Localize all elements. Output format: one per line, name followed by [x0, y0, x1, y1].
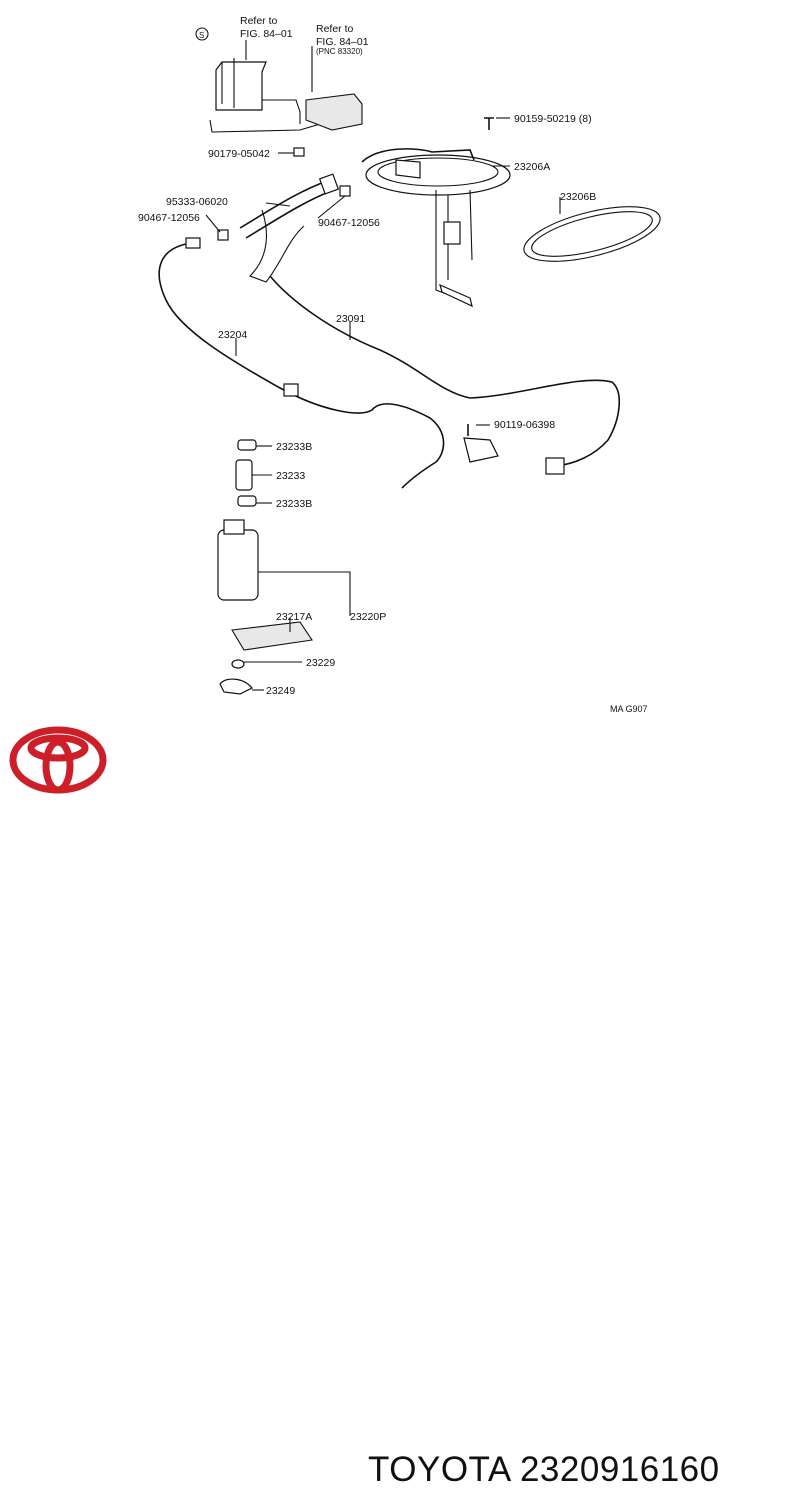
label-90467-right: 90467-12056 — [318, 217, 380, 229]
refer-left-line1: Refer to — [240, 15, 278, 27]
cushion-23249 — [219, 678, 253, 695]
cushion-23233B-bottom — [237, 495, 257, 507]
refer-wire — [209, 119, 321, 133]
part-labels: 90159-50219 (8) 90179-05042 23206A 23206… — [138, 113, 648, 714]
bracket-foot — [439, 283, 473, 308]
gasket-inner — [531, 211, 653, 257]
bracket-legs — [435, 189, 473, 301]
hose-23233 — [235, 459, 253, 491]
refer-right-line2: FIG. 84–01 — [316, 36, 369, 48]
gasket-23206B — [523, 206, 661, 262]
clamp-right — [339, 185, 351, 197]
fuel-system-exploded-view: S Refer to FIG. 84–01 Refer to FIG. 84–0… — [138, 15, 661, 714]
hose-line-a — [239, 179, 331, 229]
bracket-flange — [365, 154, 511, 196]
fuel-pipe-bracket — [249, 209, 305, 283]
label-23206B: 23206B — [560, 191, 596, 203]
label-95333: 95333-06020 — [166, 196, 228, 208]
label-90159: 90159-50219 (8) — [514, 113, 592, 125]
fuel-pump-top — [223, 519, 245, 535]
fuel-pipe-23091 — [269, 275, 621, 467]
fuel-pipe-23204 — [158, 243, 445, 489]
label-90119: 90119-06398 — [494, 419, 555, 431]
label-23091: 23091 — [336, 313, 365, 325]
label-23233B-top: 23233B — [276, 441, 312, 453]
label-23233B-bottom: 23233B — [276, 498, 312, 510]
label-23233: 23233 — [276, 470, 305, 482]
refer-right-line1: Refer to — [316, 23, 354, 35]
filter-23217A — [231, 621, 313, 651]
cushion-23233B-top — [237, 439, 257, 451]
parts-diagram: S Refer to FIG. 84–01 Refer to FIG. 84–0… — [138, 15, 661, 714]
figure-code: MA G907 — [610, 704, 648, 712]
fuel-pump-parts — [217, 439, 313, 695]
clamp-90119 — [463, 437, 499, 463]
brand-footer: TOYOTA 2320916160 — [0, 712, 800, 1489]
clamp-left — [217, 229, 229, 241]
hose-95333 — [217, 173, 351, 283]
hose-end — [318, 173, 340, 195]
leader-lines — [205, 117, 561, 691]
bracket-flange-inner — [377, 157, 499, 187]
bracket-connector — [395, 159, 421, 179]
pipe-23091-fitting — [545, 457, 565, 475]
label-90467-left: 90467-12056 — [138, 212, 200, 224]
refer-left-line2: FIG. 84–01 — [240, 28, 293, 40]
refer-bracket-edges — [221, 58, 235, 108]
refer-bracket — [215, 61, 267, 111]
label-90179: 90179-05042 — [208, 148, 270, 160]
gasket-outer — [523, 206, 661, 262]
s-symbol-text: S — [199, 31, 204, 40]
label-23217A: 23217A — [276, 611, 312, 623]
fuel-pump-bracket-23206A — [361, 148, 511, 308]
pipe-23204-end — [185, 237, 201, 249]
leader-90467-right — [317, 195, 346, 219]
refer-unit — [305, 93, 363, 131]
refer-leaders — [245, 40, 313, 92]
hose-line-b — [245, 189, 335, 239]
s-symbol-circle — [195, 27, 209, 41]
label-23249: 23249 — [266, 685, 295, 697]
label-23229: 23229 — [306, 657, 335, 669]
label-23204: 23204 — [218, 329, 247, 341]
leader-23220P — [258, 571, 351, 616]
refer-assembly: S Refer to FIG. 84–01 Refer to FIG. 84–0… — [195, 15, 369, 133]
label-23206A: 23206A — [514, 161, 550, 173]
bracket-pipes — [361, 148, 475, 163]
fuel-pump-body — [217, 529, 259, 601]
pipe-clip — [283, 383, 299, 397]
refer-right-line3: (PNC 83320) — [316, 47, 363, 56]
clip-23229 — [231, 659, 245, 669]
label-23220P: 23220P — [350, 611, 386, 623]
nut-90179 — [293, 147, 305, 157]
bolt-90159 — [484, 117, 494, 130]
brand-part-number: TOYOTA 2320916160 — [368, 1450, 720, 1489]
leader-90467-left — [205, 214, 221, 233]
leader-95333 — [265, 202, 291, 207]
bracket-sensor — [443, 221, 461, 245]
toyota-logo-icon — [9, 726, 107, 794]
refer-wire-2 — [262, 99, 301, 124]
